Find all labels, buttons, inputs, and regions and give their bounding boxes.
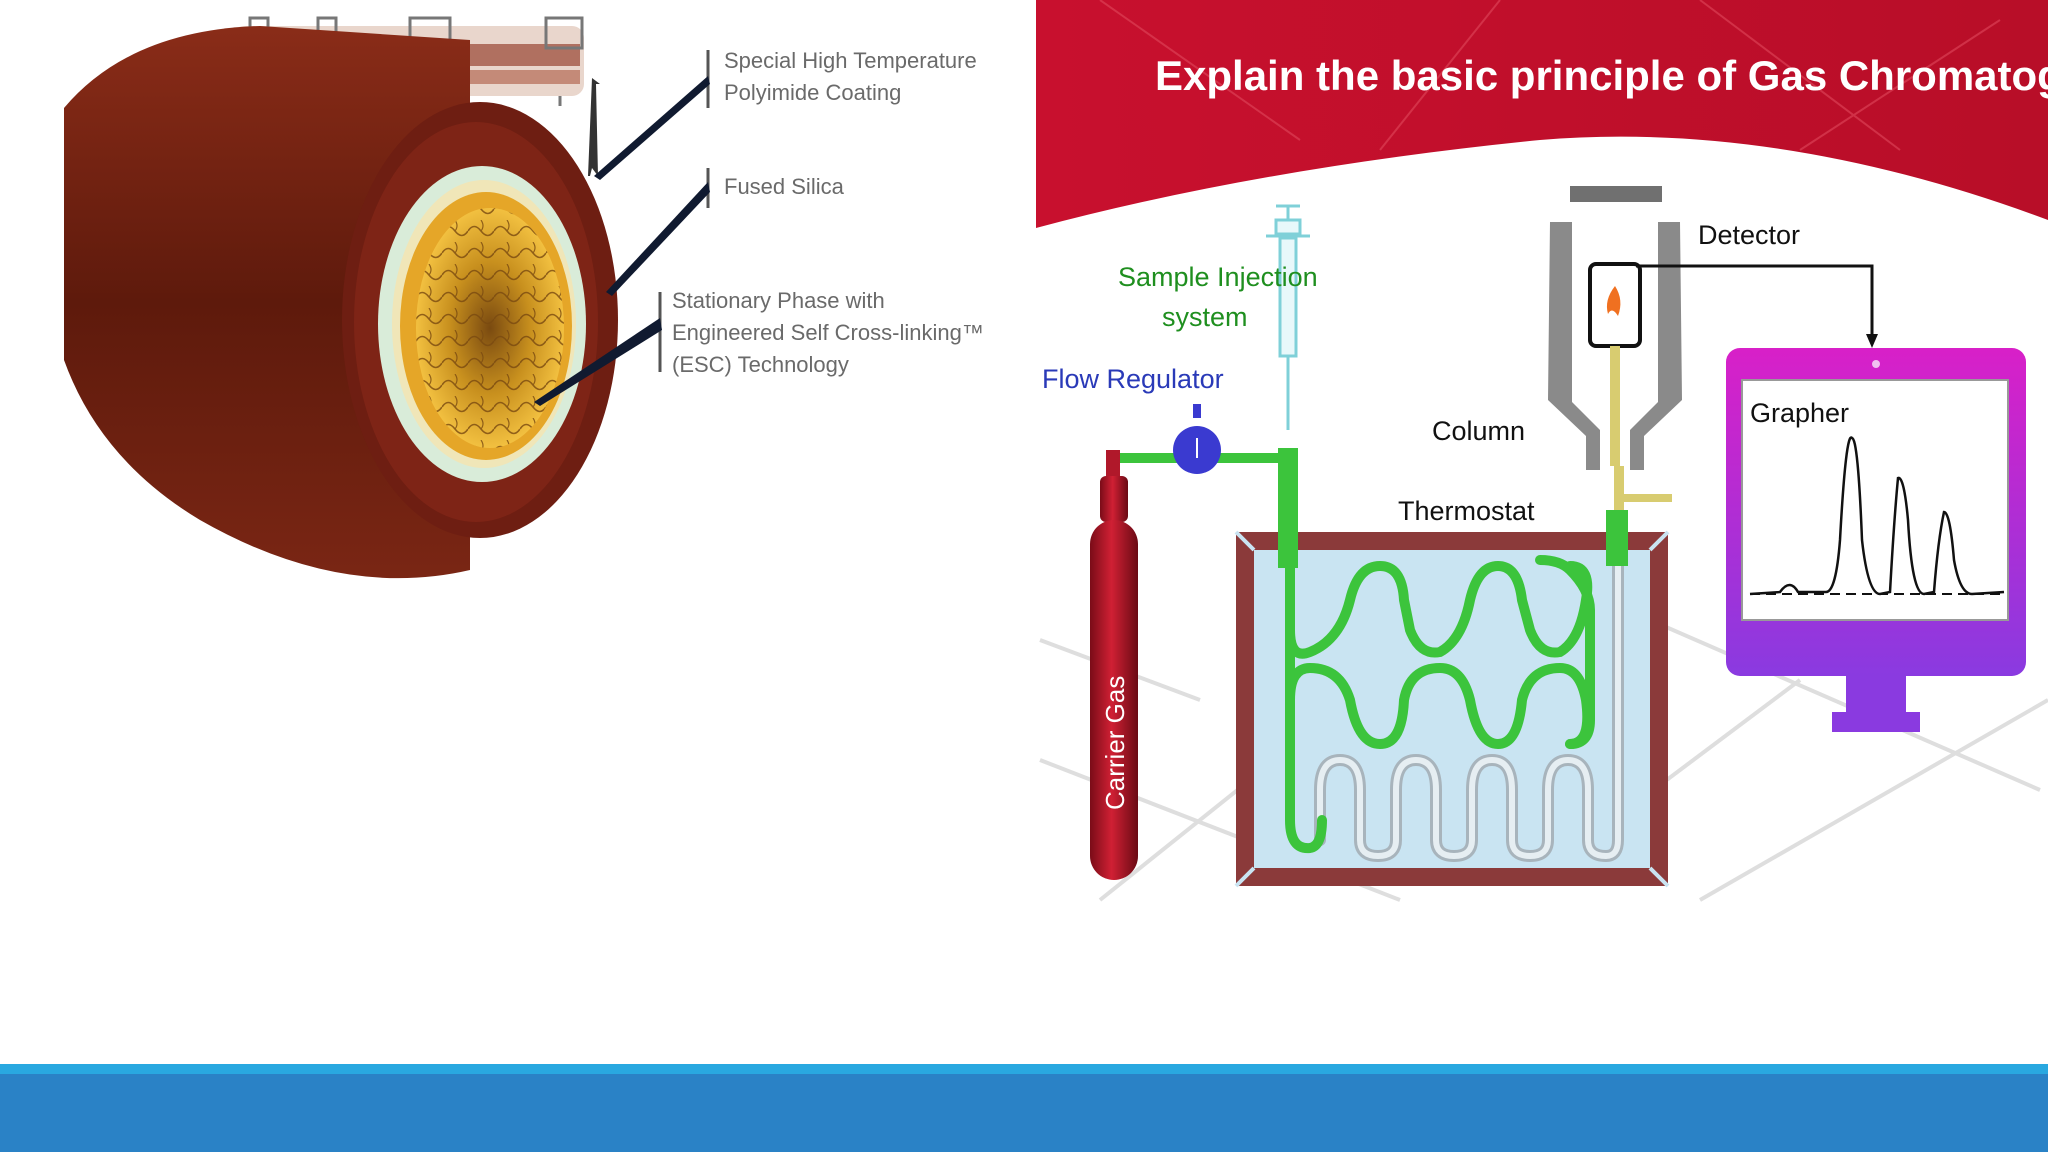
carrier-gas-cylinder: Carrier Gas xyxy=(1090,450,1138,880)
carrier-gas-tubing xyxy=(1114,448,1628,568)
thermostat-label: Thermostat xyxy=(1398,496,1535,526)
label-phase-line-3: (ESC) Technology xyxy=(672,352,849,377)
gc-labels: Sample Injection system Flow Regulator C… xyxy=(1042,220,1849,526)
footer-bar xyxy=(0,1074,2048,1152)
syringe-icon xyxy=(1266,204,1310,430)
flow-regulator-icon xyxy=(1173,404,1221,474)
detector-label: Detector xyxy=(1698,220,1800,250)
sample-injection-label-line-1: Sample Injection xyxy=(1118,262,1318,292)
label-coating-line-2: Polyimide Coating xyxy=(724,80,901,105)
carrier-gas-label: Carrier Gas xyxy=(1100,676,1130,810)
column-label: Column xyxy=(1432,416,1525,446)
sample-injection-label-line-2: system xyxy=(1162,302,1248,332)
grapher-monitor xyxy=(1726,348,2026,732)
title-banner xyxy=(1036,0,2048,228)
thermostat-oven xyxy=(1234,530,1670,888)
chromatogram-trace xyxy=(1749,436,2005,596)
label-phase-line-2: Engineered Self Cross-linking™ xyxy=(672,320,984,345)
label-coating-line-1: Special High Temperature xyxy=(724,48,977,73)
grapher-label: Grapher xyxy=(1750,398,1849,428)
column-filled-section xyxy=(1285,535,1593,854)
footer-accent-strip xyxy=(0,1064,2048,1074)
label-fused-silica: Fused Silica xyxy=(724,174,845,199)
flow-regulator-label: Flow Regulator xyxy=(1042,364,1224,394)
detector xyxy=(1548,186,1682,510)
label-phase-line-1: Stationary Phase with xyxy=(672,288,885,313)
gc-diagram: Explain the basic principle of Gas Chrom… xyxy=(1036,0,2048,902)
leader-lines xyxy=(534,50,710,406)
column-cross-section-illustration xyxy=(64,16,618,579)
signal-arrow xyxy=(1636,264,1878,348)
cross-section-labels: Special High Temperature Polyimide Coati… xyxy=(672,48,984,377)
slide-title: Explain the basic principle of Gas Chrom… xyxy=(1155,52,2048,99)
